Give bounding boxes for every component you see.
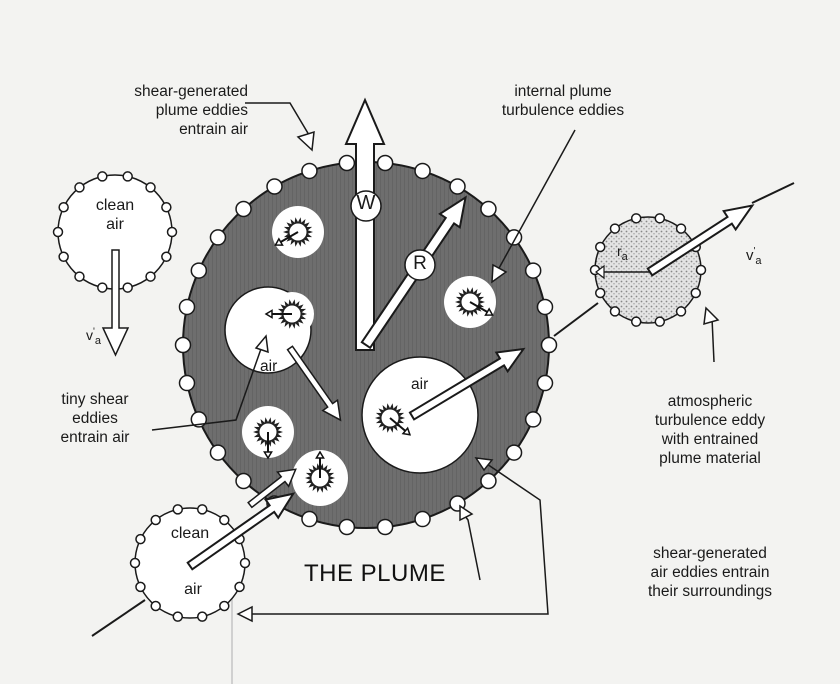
label-va-left: v'a (86, 322, 101, 350)
label-shear-air-eddies: shear-generated air eddies entrain their… (600, 544, 820, 601)
label-shear-plume-eddies: shear-generated plume eddies entrain air (60, 82, 248, 139)
leader-atmo-head (704, 308, 718, 324)
label-air-inner-right: air (411, 375, 428, 394)
bubble-dot (596, 288, 605, 297)
boundary-bubble (339, 519, 354, 534)
label-va-right: v'a (746, 242, 762, 271)
boundary-bubble (450, 179, 465, 194)
boundary-bubble (302, 163, 317, 178)
boundary-bubble (179, 299, 194, 314)
label-air-inner-left: air (260, 357, 277, 376)
bubble-dot (220, 602, 229, 611)
bubble-dot (162, 203, 171, 212)
boundary-bubble (526, 263, 541, 278)
atmo-link-line (554, 303, 598, 336)
bubble-dot (677, 307, 686, 316)
bubble-dot (75, 183, 84, 192)
bubble-dot (98, 283, 107, 292)
bubble-dot (59, 252, 68, 261)
bubble-dot (241, 559, 250, 568)
bubble-dot (596, 243, 605, 252)
boundary-bubble (526, 412, 541, 427)
leader-shear-plume (245, 103, 312, 140)
bubble-dot (75, 272, 84, 281)
bubble-dot (131, 559, 140, 568)
label-internal-plume: internal plume turbulence eddies (468, 82, 658, 120)
bubble-dot (151, 602, 160, 611)
boundary-bubble (542, 338, 557, 353)
boundary-bubble (339, 156, 354, 171)
bubble-dot (54, 228, 63, 237)
bubble-dot (173, 505, 182, 514)
bubble-dot (677, 224, 686, 233)
label-r: R (405, 254, 435, 273)
bubble-dot (123, 283, 132, 292)
boundary-bubble (210, 445, 225, 460)
label-ra: ra (617, 242, 628, 267)
boundary-bubble (267, 179, 282, 194)
bubble-dot (697, 266, 706, 275)
bubble-dot (59, 203, 68, 212)
boundary-bubble (302, 512, 317, 527)
label-atmospheric: atmospheric turbulence eddy with entrain… (610, 392, 810, 468)
boundary-bubble (210, 230, 225, 245)
bubble-dot (610, 307, 619, 316)
boundary-bubble (176, 338, 191, 353)
bubble-dot (235, 582, 244, 591)
boundary-bubble (538, 299, 553, 314)
bubble-dot (136, 535, 145, 544)
bubble-dot (655, 214, 664, 223)
bubble-dot (98, 172, 107, 181)
bubble-dot (198, 612, 207, 621)
leader-shear-air-head2 (238, 607, 252, 621)
boundary-bubble (236, 473, 251, 488)
bubble-dot (632, 317, 641, 326)
bubble-dot (632, 214, 641, 223)
leader-plume-label (462, 512, 480, 580)
leader-internal (498, 130, 575, 270)
label-w: W (351, 194, 381, 213)
boundary-bubble (481, 202, 496, 217)
boundary-bubble (378, 156, 393, 171)
bubble-dot (162, 252, 171, 261)
bubble-dot (691, 288, 700, 297)
bubble-dot (146, 183, 155, 192)
boundary-bubble (179, 376, 194, 391)
label-clean-air-bottom-2: air (168, 580, 218, 599)
label-clean-air-top: clean air (85, 196, 145, 234)
boundary-bubble (415, 512, 430, 527)
label-tiny-shear: tiny shear eddies entrain air (40, 390, 150, 447)
bubble-dot (151, 515, 160, 524)
label-clean-air-bottom-1: clean (160, 524, 220, 543)
label-the-plume: THE PLUME (300, 560, 450, 588)
bubble-dot (655, 317, 664, 326)
boundary-bubble (378, 519, 393, 534)
bubble-dot (123, 172, 132, 181)
clean-air-tail (92, 600, 145, 636)
bubble-dot (168, 228, 177, 237)
boundary-bubble (191, 263, 206, 278)
leader-atmo (712, 318, 714, 362)
boundary-bubble (481, 473, 496, 488)
va-right-tail (752, 183, 794, 203)
boundary-bubble (415, 163, 430, 178)
bubble-dot (198, 505, 207, 514)
bubble-dot (173, 612, 182, 621)
bubble-dot (610, 224, 619, 233)
bubble-dot (146, 272, 155, 281)
boundary-bubble (538, 376, 553, 391)
bubble-dot (136, 582, 145, 591)
bubble-dot (220, 515, 229, 524)
boundary-bubble (507, 445, 522, 460)
boundary-bubble (236, 202, 251, 217)
leader-shear-plume-head (298, 132, 314, 150)
